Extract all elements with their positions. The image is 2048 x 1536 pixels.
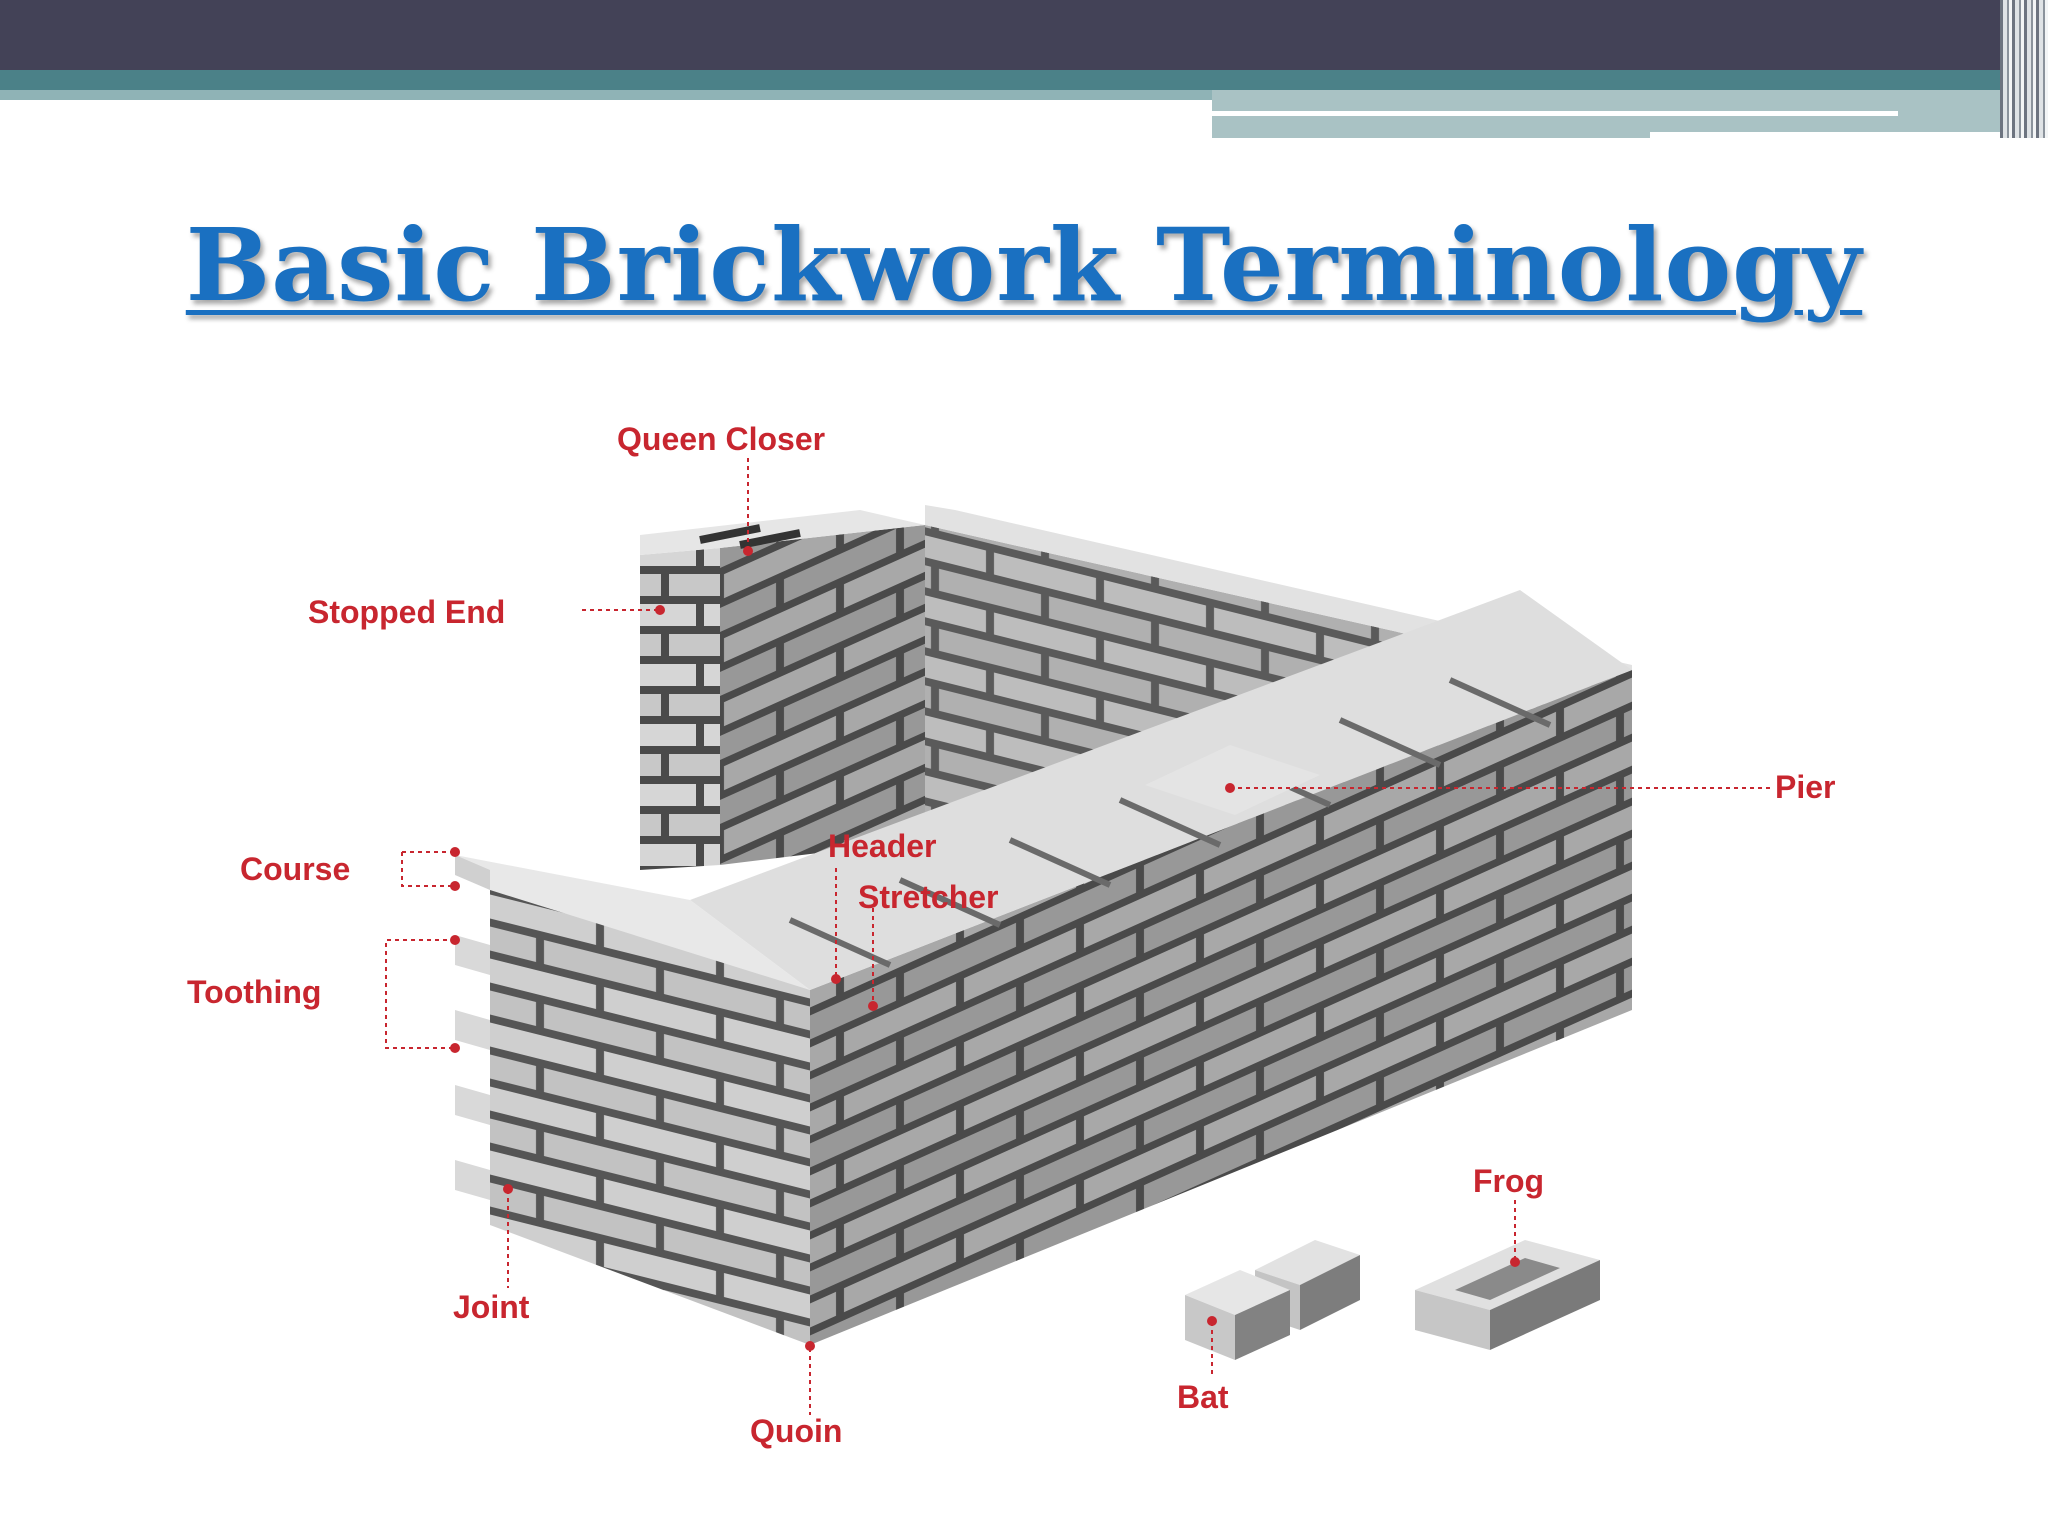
frog-illustration: [1415, 1240, 1600, 1350]
label-pier: Pier: [1775, 769, 1835, 805]
edge-stripes: [2000, 0, 2048, 138]
label-course: Course: [240, 851, 350, 887]
label-joint: Joint: [453, 1289, 530, 1325]
return-wall-face: [720, 525, 925, 865]
label-frog: Frog: [1473, 1163, 1544, 1199]
accent-line: [1212, 111, 1898, 116]
leader-lines: [385, 458, 1770, 1415]
label-toothing: Toothing: [187, 974, 321, 1010]
label-stretcher: Stretcher: [858, 879, 999, 915]
label-quoin: Quoin: [750, 1413, 842, 1449]
label-bat: Bat: [1177, 1379, 1229, 1415]
label-queen-closer: Queen Closer: [617, 421, 825, 457]
accent-line: [1650, 132, 2020, 138]
label-stopped-end: Stopped End: [308, 594, 505, 630]
label-markers: [450, 546, 1520, 1351]
left-wall-face: [490, 870, 810, 1345]
label-header: Header: [828, 828, 937, 864]
stopped-end-face: [640, 548, 720, 870]
top-banner: [0, 0, 2048, 70]
bat-illustration: [1185, 1240, 1360, 1360]
front-wall-face: [810, 670, 1632, 1345]
accent-band: [0, 70, 2048, 90]
toothing: [455, 935, 490, 1200]
pier-top: [1145, 745, 1320, 815]
left-wall-top: [455, 855, 810, 990]
accent-band-light: [0, 90, 1212, 100]
page-title: Basic Brickwork Terminology: [185, 206, 1863, 324]
